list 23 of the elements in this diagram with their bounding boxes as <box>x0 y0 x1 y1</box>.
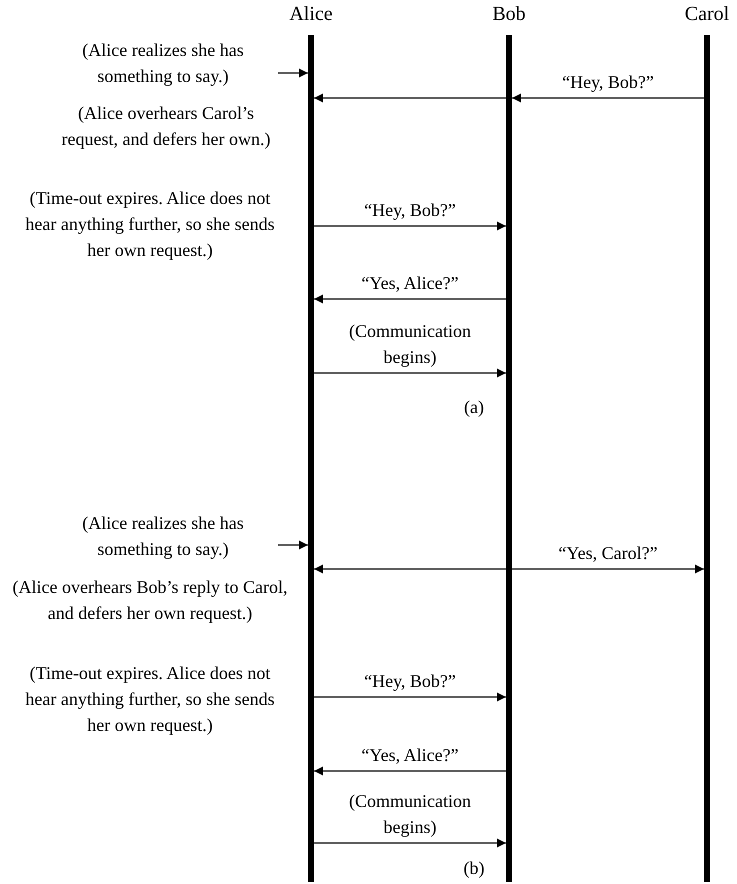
annotation-text: (Alice realizes she has something to say.) <box>48 37 278 89</box>
message-arrow <box>314 766 506 776</box>
participant-name: Bob <box>491 2 527 27</box>
message-arrow <box>314 838 506 848</box>
annotation-text: (a) <box>463 396 485 419</box>
message-arrow <box>314 564 506 574</box>
leader-arrow <box>278 68 308 78</box>
message-arrow <box>512 94 704 102</box>
message-arrow <box>314 368 506 378</box>
annotation-text: (Time-out expires. Alice does not hear anything further, so she sends her own request.) <box>24 662 276 737</box>
annotation-text: (Alice realizes she has something to say.) <box>48 510 278 562</box>
leader-arrow <box>278 540 308 550</box>
message-arrow <box>314 94 506 102</box>
annotation-text: (b) <box>462 857 486 880</box>
message-arrow <box>314 692 506 702</box>
annotation-text: (Alice overhears Carol’s request, and defers her own.) <box>60 102 272 151</box>
participant-name: Alice <box>288 2 334 27</box>
participant-name: Carol <box>684 2 730 27</box>
message-arrow <box>512 564 704 574</box>
annotation-text: (Alice overhears Bob’s reply to Carol, and defers her own request.) <box>12 576 288 625</box>
annotation-text: (Time-out expires. Alice does not hear anything further, so she sends her own request.) <box>24 187 276 262</box>
message-arrow <box>314 222 506 230</box>
message-arrow <box>314 294 506 304</box>
